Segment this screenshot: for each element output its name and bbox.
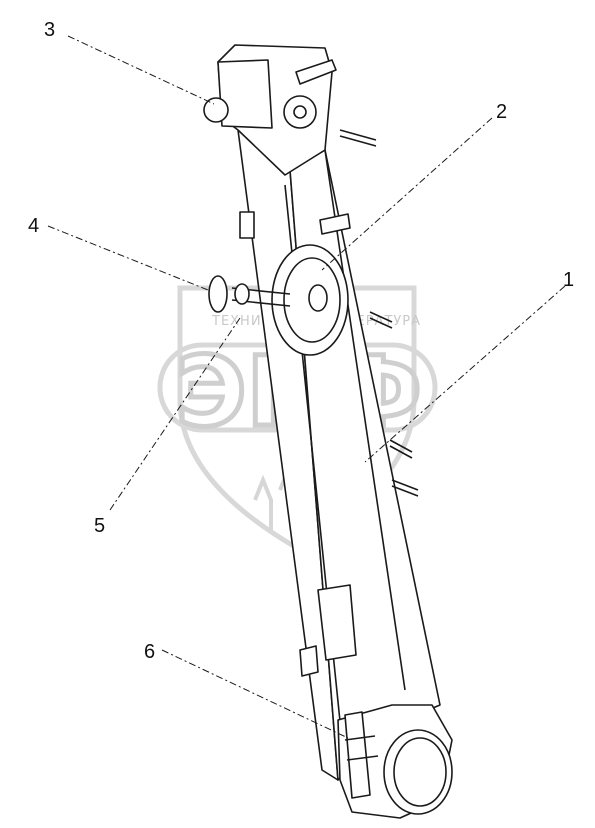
- left-hub: [234, 283, 250, 305]
- boot-tensioner: [344, 711, 371, 799]
- callout-2: 2: [496, 101, 507, 123]
- housing-seam-2: [324, 149, 406, 691]
- leader-lines: [47, 35, 566, 739]
- leader-line-2: [321, 117, 493, 271]
- head-sprocket: [203, 97, 229, 123]
- pulley-hub: [308, 284, 328, 312]
- leader-line-5: [109, 317, 241, 511]
- callout-5: 5: [94, 515, 105, 537]
- callout-6: 6: [144, 641, 155, 663]
- leader-line-6: [161, 649, 349, 739]
- left-bracket: [239, 211, 255, 239]
- lower-tab: [299, 645, 319, 677]
- callout-4: 4: [28, 215, 39, 237]
- elevator-body: [203, 44, 453, 819]
- left-sprocket: [208, 275, 228, 313]
- boot-opening-inner: [393, 737, 447, 807]
- side-pins: [339, 129, 419, 497]
- boot-opening: [383, 729, 453, 815]
- head-bearing-hub: [293, 105, 307, 119]
- callout-3: 3: [44, 19, 55, 41]
- head-bearing: [283, 95, 317, 129]
- leader-line-3: [67, 35, 215, 105]
- inspection-window: [317, 584, 357, 661]
- mid-bracket: [319, 213, 351, 235]
- boot-rails: [344, 735, 379, 761]
- callout-1: 1: [563, 269, 574, 291]
- pulley-inner: [283, 257, 341, 343]
- head-lever: [295, 59, 337, 85]
- callout-labels: 1 2 3 4 5 6: [28, 19, 574, 663]
- leader-line-4: [47, 225, 209, 291]
